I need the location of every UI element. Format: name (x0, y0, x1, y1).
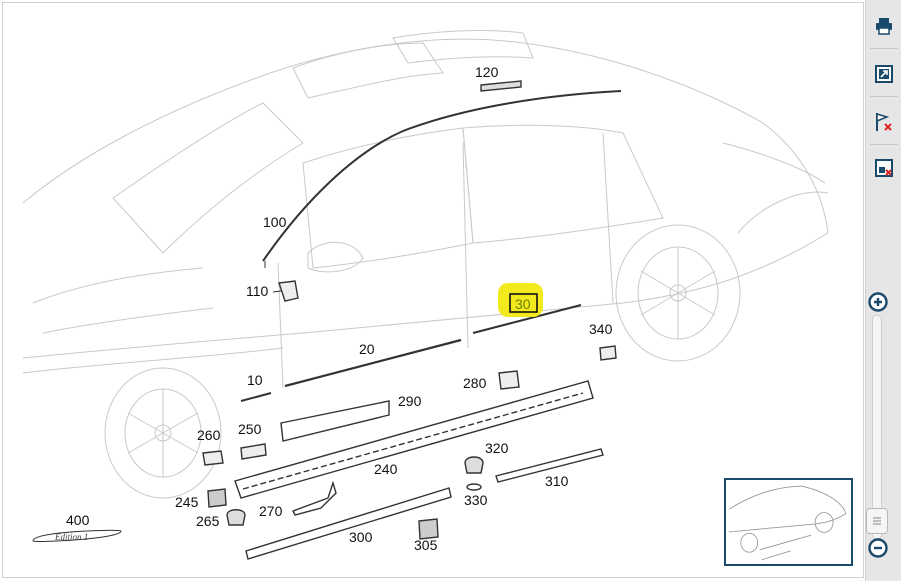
minimap[interactable] (724, 478, 853, 566)
callout-20[interactable]: 20 (359, 341, 375, 357)
zoom-in-button[interactable] (868, 292, 888, 312)
toolbar-separator (870, 48, 898, 49)
flag-remove-button[interactable] (870, 108, 898, 136)
callout-260[interactable]: 260 (197, 427, 221, 443)
open-external-button[interactable] (870, 60, 898, 88)
callout-320[interactable]: 320 (485, 440, 509, 456)
callout-265[interactable]: 265 (196, 513, 220, 529)
callout-310[interactable]: 310 (545, 473, 569, 489)
part-strokes (32, 80, 622, 560)
callout-250[interactable]: 250 (238, 421, 262, 437)
callout-290[interactable]: 290 (398, 393, 422, 409)
zoom-out-button[interactable] (868, 538, 888, 558)
callout-240[interactable]: 240 (374, 461, 398, 477)
callout-280[interactable]: 280 (463, 375, 487, 391)
zoom-in-icon (868, 292, 888, 312)
zoom-out-icon (868, 538, 888, 558)
zoom-slider-track[interactable] (872, 315, 882, 539)
callout-245[interactable]: 245 (175, 494, 199, 510)
edition-badge-text: Edition 1 (54, 532, 88, 542)
car-outline (22, 30, 829, 499)
grip-icon (873, 517, 881, 525)
callout-110[interactable]: 110 (246, 283, 269, 299)
toolbar-separator (870, 144, 898, 145)
window-close-icon (875, 159, 893, 177)
callout-100[interactable]: 100 (263, 214, 287, 230)
diagram-viewport[interactable]: 120 100 110 30 340 20 10 280 290 250 260… (2, 2, 864, 578)
callout-330[interactable]: 330 (464, 492, 488, 508)
open-external-icon (875, 65, 893, 83)
flag-remove-icon (876, 112, 892, 131)
callout-400[interactable]: 400 (66, 512, 90, 528)
callout-305[interactable]: 305 (414, 537, 438, 553)
callout-270[interactable]: 270 (259, 503, 283, 519)
callout-10[interactable]: 10 (247, 372, 263, 388)
print-icon (876, 18, 892, 35)
callout-340[interactable]: 340 (589, 321, 613, 337)
minimap-thumbnail (728, 485, 847, 561)
parts-diagram: 120 100 110 30 340 20 10 280 290 250 260… (22, 30, 829, 560)
zoom-slider-handle[interactable] (866, 508, 888, 534)
callout-120[interactable]: 120 (475, 64, 499, 80)
right-toolbar (865, 0, 901, 581)
window-close-button[interactable] (870, 154, 898, 182)
toolbar-separator (870, 96, 898, 97)
callout-30[interactable]: 30 (515, 296, 531, 312)
highlight-30-box (509, 293, 538, 313)
print-button[interactable] (870, 12, 898, 40)
callout-300[interactable]: 300 (349, 529, 373, 545)
